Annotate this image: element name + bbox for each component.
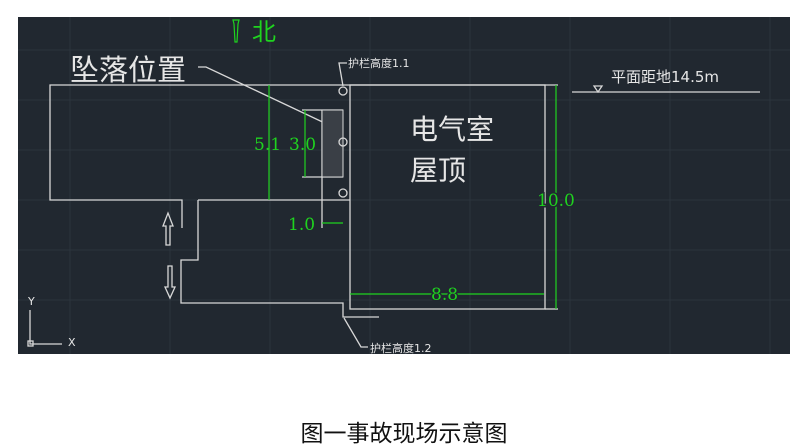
up-arrow-icon	[162, 211, 174, 246]
room-label-line1: 电气室	[410, 113, 494, 146]
north-label: 北	[252, 18, 276, 46]
grid	[18, 17, 790, 354]
ucs-y: Y	[27, 295, 35, 308]
fall-leader-line	[198, 66, 332, 127]
railing-label-top: 护栏高度1.1	[348, 56, 410, 70]
north-arrow-icon	[232, 19, 240, 43]
room-label-line2: 屋顶	[410, 154, 466, 187]
dim-1-0: 1.0	[288, 215, 315, 235]
railing-label-bottom: 护栏高度1.2	[370, 341, 432, 355]
dim-10-0: 10.0	[537, 191, 575, 211]
fall-location-label: 坠落位置	[70, 53, 186, 87]
dim-3-0: 3.0	[289, 135, 316, 155]
down-arrow-icon	[163, 265, 177, 300]
railing-posts	[338, 86, 348, 198]
ucs-icon: Y X	[27, 295, 76, 349]
cad-canvas	[18, 17, 790, 354]
figure-caption: 图一事故现场示意图	[300, 421, 508, 447]
railing-bottom-leader	[343, 317, 368, 348]
fall-area-hatch	[321, 109, 344, 178]
elevation-label: 平面距地14.5m	[611, 68, 719, 86]
railing-top-leader	[338, 62, 347, 87]
dim-8-8: 8.8	[431, 285, 458, 305]
ucs-x: X	[68, 336, 76, 349]
elevation-triangle-icon	[592, 85, 604, 94]
dim-5-1: 5.1	[254, 135, 281, 155]
